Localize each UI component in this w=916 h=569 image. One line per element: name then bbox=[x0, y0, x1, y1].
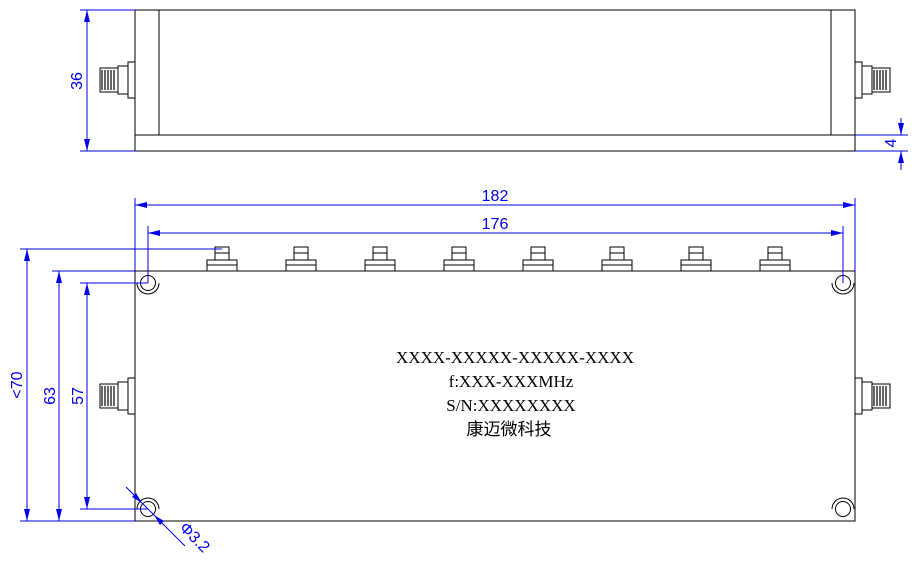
top-right-connector bbox=[854, 377, 891, 415]
dim-hole-pitch-length: 176 bbox=[147, 216, 844, 283]
mounting-hole-bottom-right bbox=[831, 497, 855, 517]
side-right-connector bbox=[854, 61, 891, 99]
side-left-connector bbox=[99, 61, 136, 99]
side-left-flange bbox=[134, 9, 160, 136]
dim-base-step: 4 bbox=[855, 118, 908, 170]
top-port-connector bbox=[680, 246, 712, 272]
dim-hole-pitch-length-text: 176 bbox=[482, 216, 509, 233]
top-port-connector bbox=[759, 246, 791, 272]
dim-overall-length-text: 182 bbox=[482, 188, 509, 205]
top-port-connector bbox=[522, 246, 554, 272]
side-view: 36 4 bbox=[69, 9, 908, 170]
dim-body-width-text: 63 bbox=[42, 387, 59, 405]
top-output-ports bbox=[206, 246, 791, 272]
dim-side-height-text: 36 bbox=[69, 72, 86, 90]
top-port-connector bbox=[206, 246, 238, 272]
dim-body-width: 63 bbox=[42, 270, 135, 521]
side-body bbox=[134, 9, 856, 152]
dim-overall-width: <70 bbox=[9, 248, 222, 522]
top-port-connector bbox=[364, 246, 396, 272]
dim-side-height: 36 bbox=[69, 9, 135, 152]
label-manufacturer: 康迈微科技 bbox=[467, 420, 552, 439]
label-plate: XXXX-XXXXX-XXXXX-XXXX f:XXX-XXXMHz S/N:X… bbox=[396, 348, 634, 439]
dim-hole-diameter-text: Φ3.2 bbox=[176, 519, 213, 556]
dim-hole-pitch-width: 57 bbox=[70, 282, 148, 510]
dim-hole-diameter: Φ3.2 bbox=[125, 486, 213, 556]
dim-overall-width-text: <70 bbox=[9, 371, 26, 398]
label-part-number: XXXX-XXXXX-XXXXX-XXXX bbox=[396, 348, 634, 367]
label-frequency: f:XXX-XXXMHz bbox=[449, 372, 574, 391]
side-right-flange bbox=[830, 9, 856, 136]
top-port-connector bbox=[285, 246, 317, 272]
top-port-connector bbox=[443, 246, 475, 272]
top-left-connector bbox=[99, 377, 136, 415]
label-serial-number: S/N:XXXXXXXX bbox=[446, 396, 575, 415]
dim-base-step-text: 4 bbox=[883, 138, 900, 147]
dim-overall-length: 182 bbox=[134, 188, 856, 271]
top-port-connector bbox=[601, 246, 633, 272]
top-view: XXXX-XXXXX-XXXXX-XXXX f:XXX-XXXMHz S/N:X… bbox=[9, 188, 891, 556]
dim-hole-pitch-width-text: 57 bbox=[70, 387, 87, 405]
